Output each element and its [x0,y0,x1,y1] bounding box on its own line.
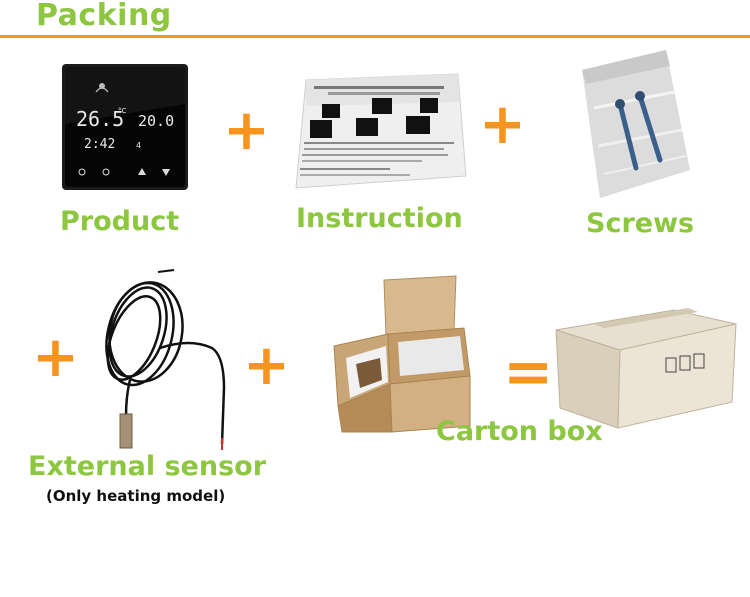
plus-operator: + [479,92,526,157]
product-label: Product [60,206,180,237]
sensor-note: (Only heating model) [46,487,226,505]
screws-label: Screws [586,208,695,239]
plus-operator: + [223,98,270,163]
equals-operator: = [503,337,554,407]
current-temp-readout: 26.5 [76,107,124,131]
carton-box-image [554,306,738,430]
day-readout: 4 [136,141,141,150]
screws-bag-image [574,48,692,200]
sensor-cable-image [90,268,236,452]
instruction-label: Instruction [296,203,463,234]
sensor-label: External sensor [28,451,267,482]
plus-operator: + [32,325,79,390]
open-box-image [332,272,474,438]
temp-unit-readout: °C [118,107,127,115]
time-readout: 2:42 [84,137,115,152]
carton-box-label: Carton box [436,416,603,447]
instruction-manual-image [294,72,470,190]
plus-operator: + [243,333,290,398]
set-temp-readout: 20.0 [138,112,174,130]
header-divider [0,35,750,38]
page-title: Packing [36,0,172,33]
thermostat-image: 26.5 °C 20.0 2:42 4 [62,64,188,190]
